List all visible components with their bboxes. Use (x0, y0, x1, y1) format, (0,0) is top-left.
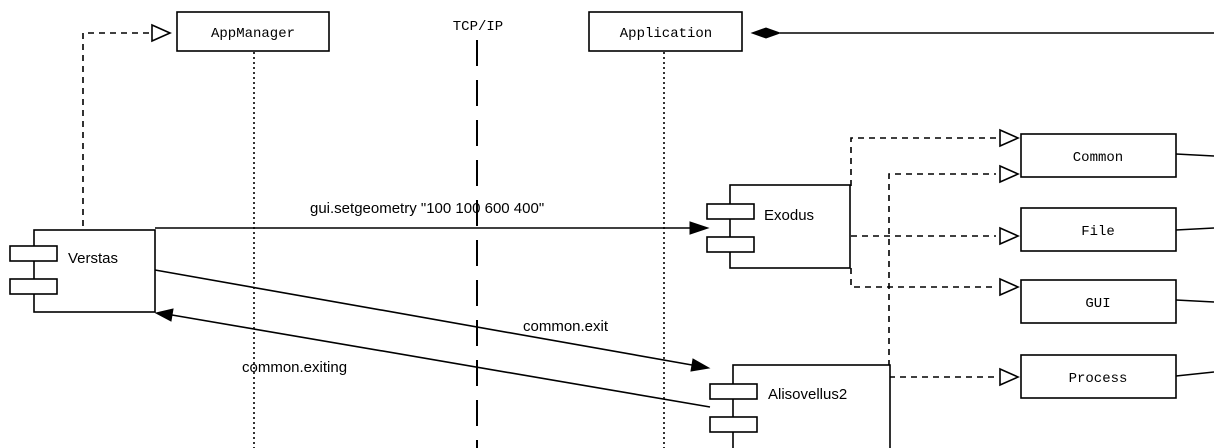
common-label: Common (1073, 150, 1123, 166)
exiting-label: common.exiting (242, 359, 347, 376)
setgeometry-label: gui.setgeometry "100 100 600 400" (310, 200, 544, 217)
exit-label: common.exit (523, 318, 609, 335)
tcpip-label: TCP/IP (453, 19, 503, 35)
exodus-component: Exodus (706, 184, 851, 269)
alisovellus2-label: Alisovellus2 (768, 386, 847, 403)
verstas-component: Verstas (9, 229, 156, 313)
setgeometry-message: gui.setgeometry "100 100 600 400" (155, 200, 710, 235)
appmanager-label: AppManager (211, 26, 295, 42)
verstas-label: Verstas (68, 250, 118, 267)
gui-label: GUI (1085, 296, 1110, 312)
exiting-message: common.exiting (154, 308, 711, 408)
gui-class: GUI (1020, 279, 1214, 324)
common-class: Common (1020, 133, 1214, 178)
application-composition (750, 27, 1214, 39)
file-class: File (1020, 207, 1214, 252)
appmanager-class: AppManager (176, 11, 330, 52)
alisovellus2-component: Alisovellus2 (709, 364, 891, 448)
process-class: Process (1020, 354, 1214, 399)
alisovellus2-dependencies (888, 164, 1020, 387)
application-class: Application (588, 11, 743, 52)
file-label: File (1081, 224, 1115, 240)
application-label: Application (620, 26, 712, 42)
process-label: Process (1069, 371, 1128, 387)
exodus-dependencies (850, 128, 1020, 297)
verstas-appmanager-dependency (82, 23, 172, 226)
exodus-label: Exodus (764, 207, 814, 224)
exit-message: common.exit (154, 269, 711, 372)
